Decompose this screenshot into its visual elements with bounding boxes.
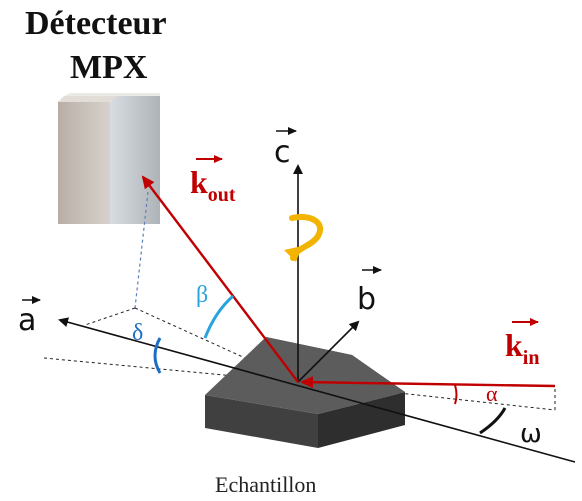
- k-in-label: kin: [505, 318, 539, 369]
- beta-arc: [203, 294, 234, 339]
- axis-label-b: b: [357, 266, 382, 317]
- delta-label: δ: [132, 320, 143, 346]
- svg-text:kout: kout: [190, 164, 236, 206]
- axis-label-c: c: [274, 127, 297, 170]
- k-out-label: kout: [190, 155, 236, 206]
- k-in-base: k: [505, 327, 523, 363]
- delta-arc: [153, 337, 162, 374]
- k-out-sub: out: [208, 184, 236, 206]
- alpha-arc: [454, 384, 458, 405]
- sample-label: Echantillon: [215, 472, 316, 497]
- axis-label-a: a: [18, 296, 41, 338]
- detector-title-line2: MPX: [70, 49, 148, 86]
- omega-label: ω: [520, 419, 542, 449]
- detector-box: [58, 93, 160, 224]
- beta-label: β: [196, 282, 208, 308]
- sample-block: [205, 337, 405, 448]
- axis-b-text: b: [357, 282, 376, 317]
- axis-c-text: c: [274, 135, 291, 170]
- b-axis-line: [297, 320, 360, 383]
- omega-arc: [479, 407, 507, 435]
- k-in-sub: in: [523, 347, 540, 369]
- detector-projection-line: [134, 191, 149, 309]
- alpha-label: α: [486, 381, 498, 406]
- svg-text:kin: kin: [505, 327, 539, 369]
- k-in-vector: [300, 376, 556, 389]
- k-out-base: k: [190, 164, 208, 200]
- detector-title-line1: Détecteur: [25, 5, 167, 42]
- axis-a-text: a: [18, 303, 36, 338]
- k-out-vector: [141, 175, 299, 383]
- rotation-arrow-icon: [284, 214, 323, 262]
- a-axis-line: [58, 317, 576, 463]
